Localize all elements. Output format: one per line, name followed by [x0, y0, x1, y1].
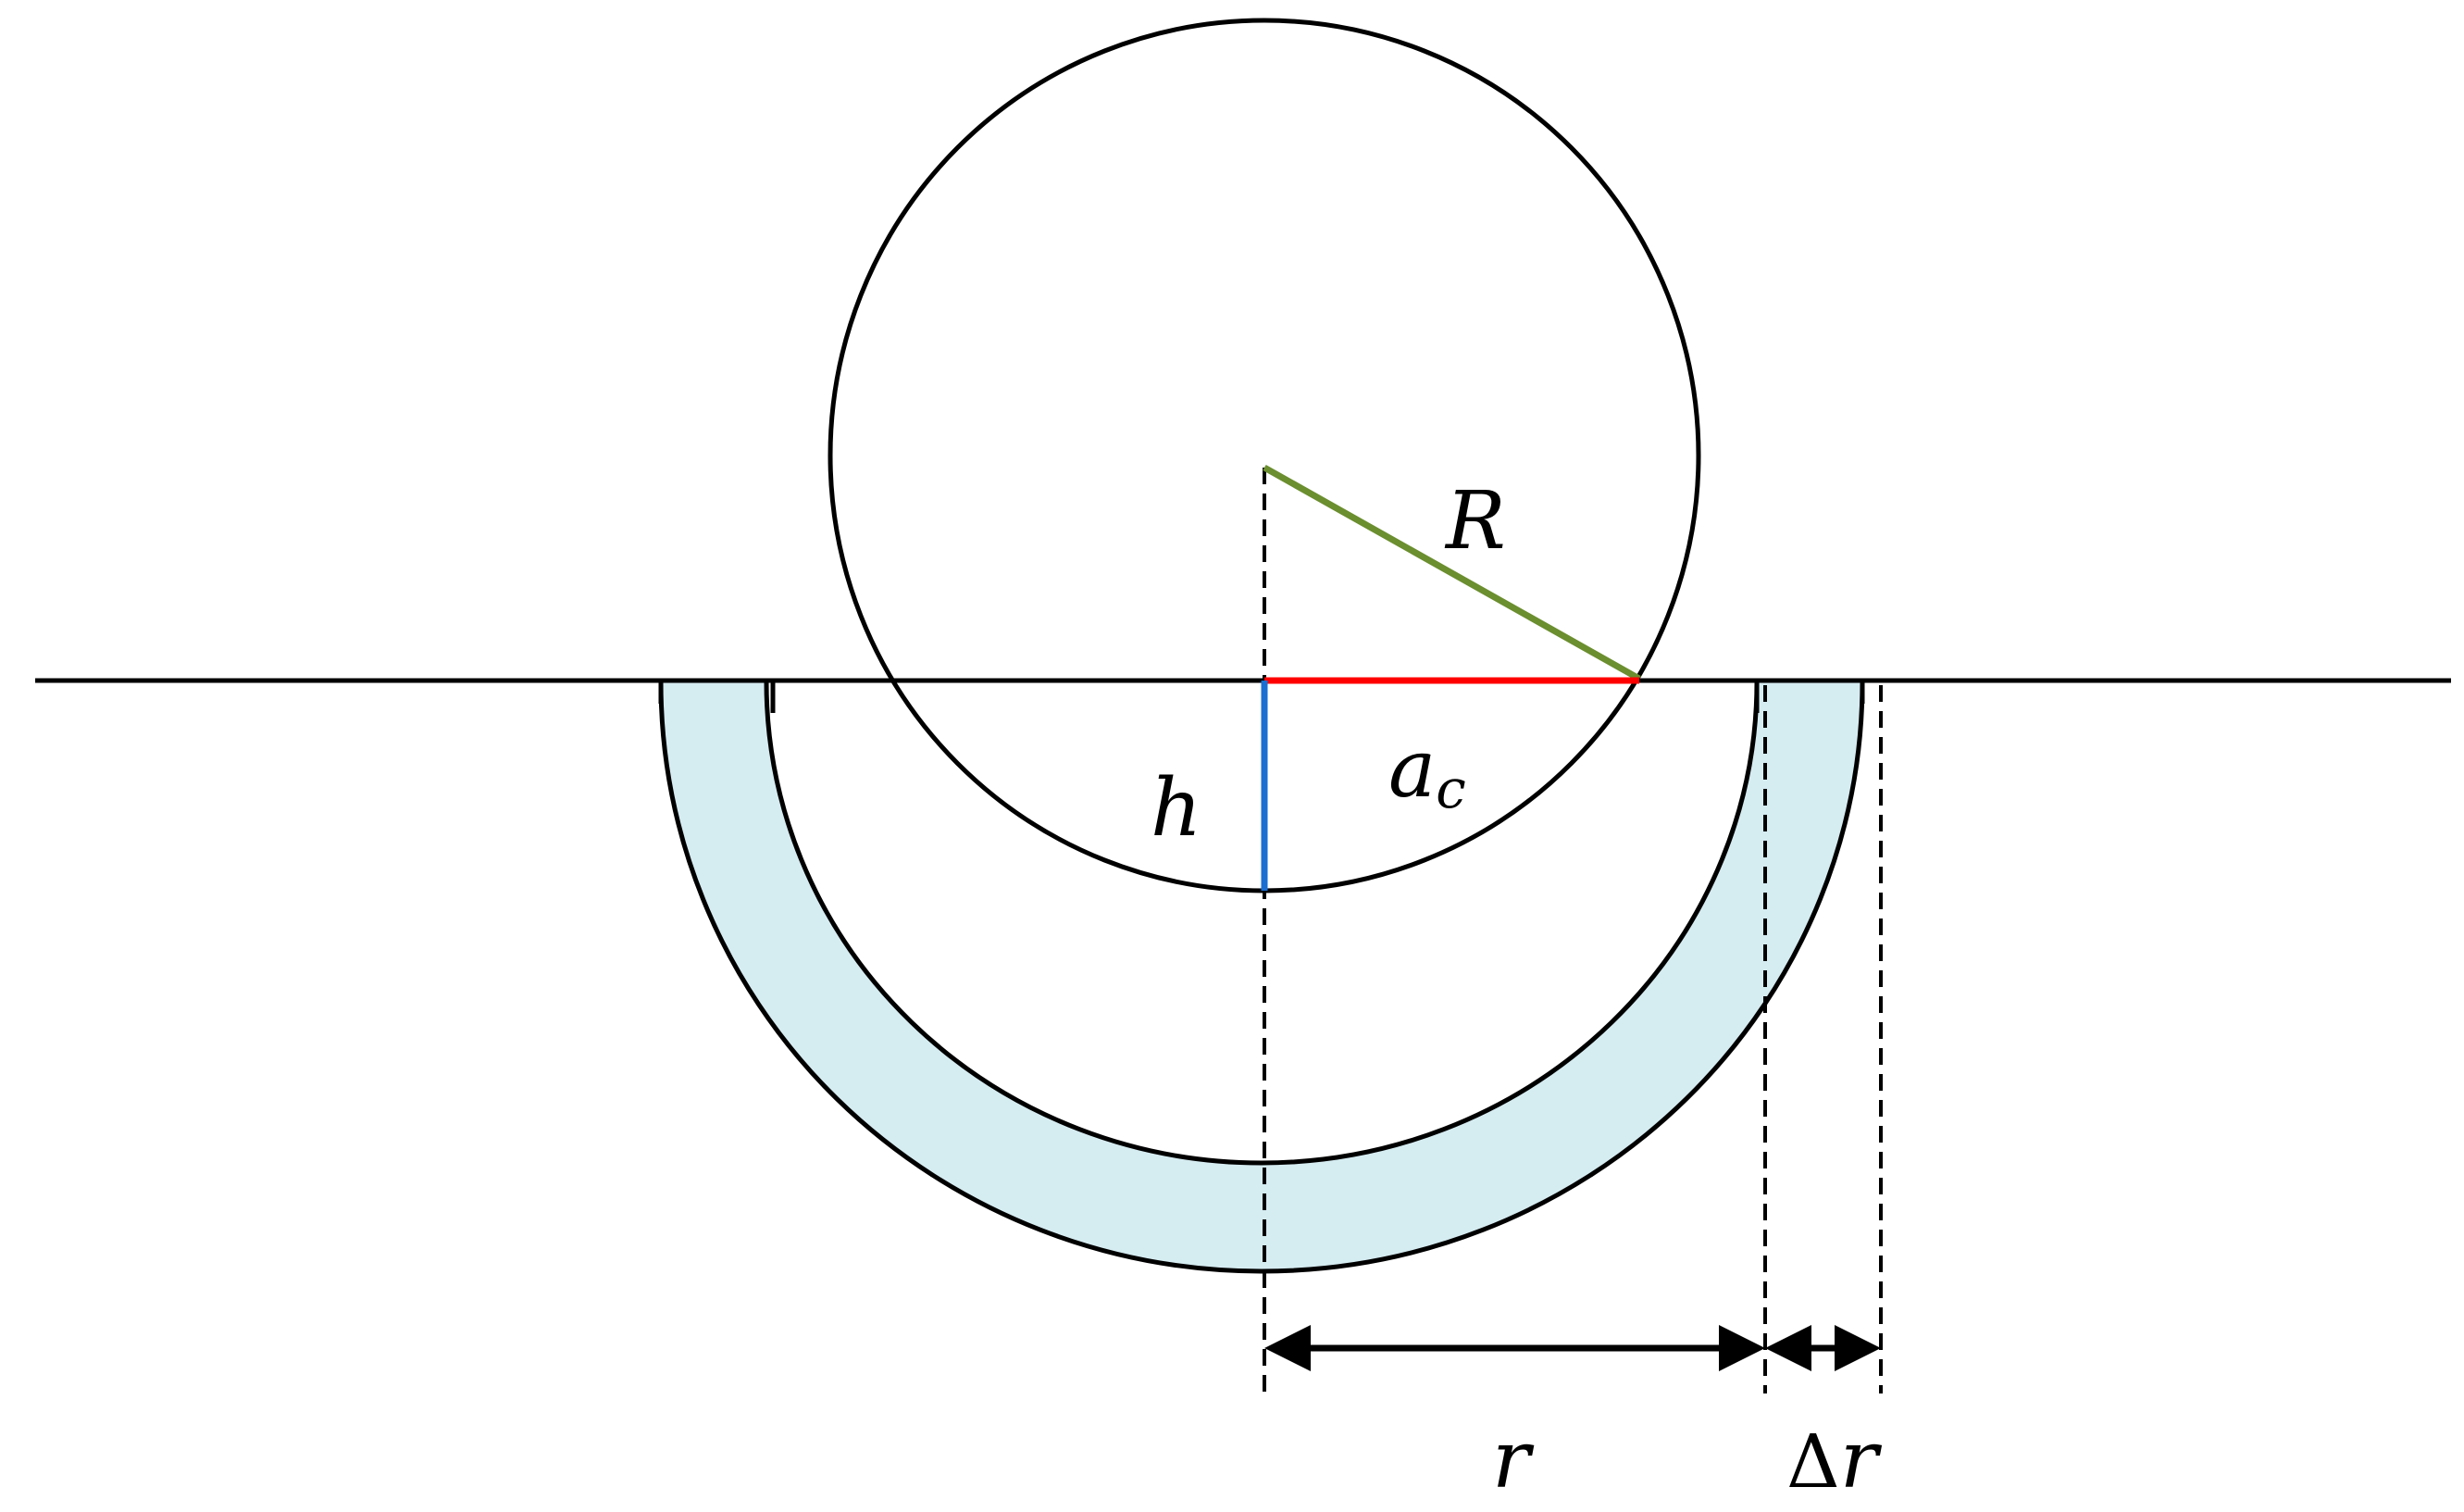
label-delta-radius: Δr — [1786, 1414, 1883, 1506]
label-sphere-radius: R — [1444, 475, 1506, 568]
delta-arrowhead-left — [1765, 1325, 1811, 1371]
sphere-radius-line — [1263, 464, 1641, 682]
label-contact-base: a — [1388, 723, 1436, 816]
radius-arrowhead-right — [1719, 1325, 1765, 1371]
label-contact-sub: c — [1436, 757, 1465, 820]
inner-shell-arc — [764, 681, 1760, 1166]
label-radius: r — [1492, 1414, 1535, 1506]
delta-arrowhead-right — [1835, 1325, 1881, 1371]
plastic-zone-shell — [661, 682, 1862, 1271]
label-delta-var: r — [1840, 1414, 1883, 1506]
label-delta-symbol: Δ — [1786, 1418, 1840, 1505]
radius-arrowhead-left — [1264, 1325, 1311, 1371]
label-depth: h — [1151, 762, 1201, 855]
label-contact-radius: ac — [1388, 723, 1466, 820]
outer-shell-arc — [658, 681, 1865, 1274]
